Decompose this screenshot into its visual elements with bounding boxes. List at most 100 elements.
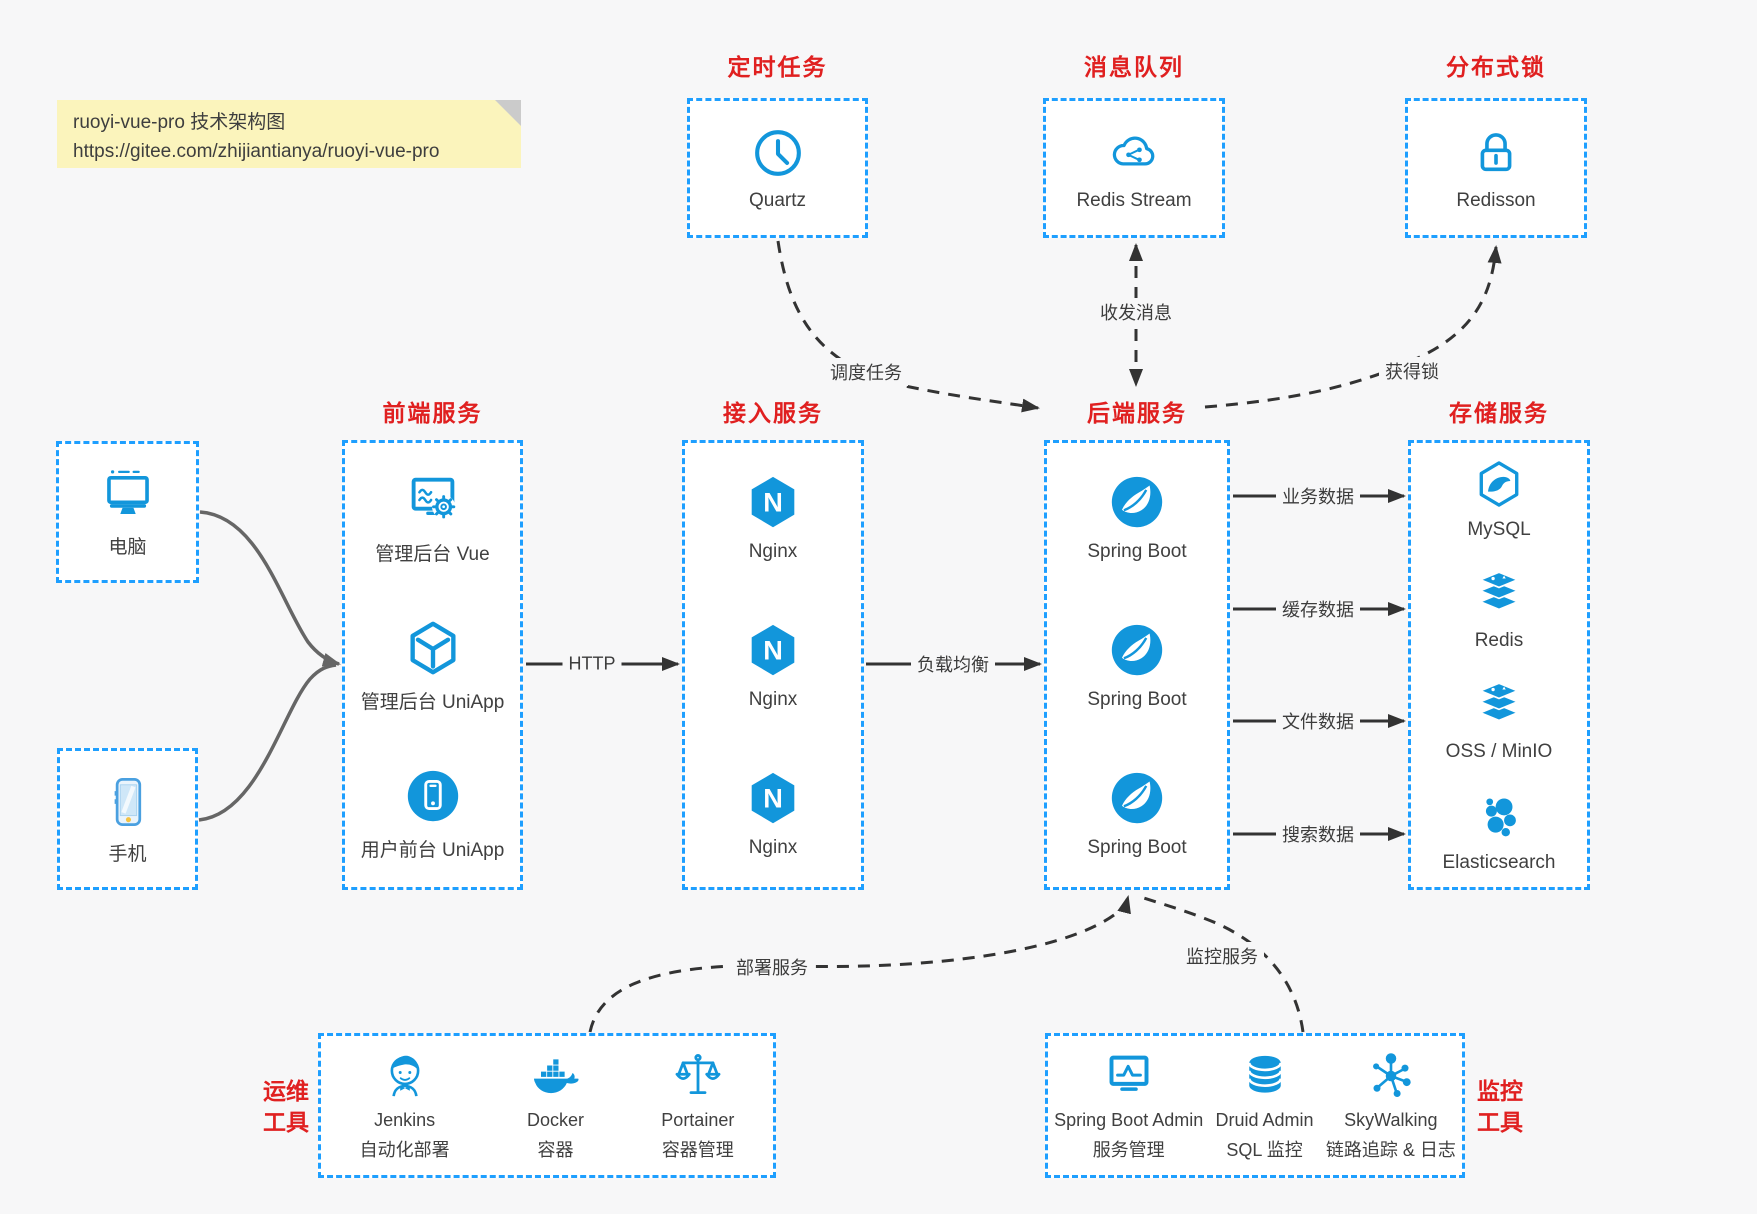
note-url: https://gitee.com/zhijiantianya/ruoyi-vu… <box>73 141 440 163</box>
edge-label-load-balance: 负载均衡 <box>911 650 995 678</box>
admin-vue-icon <box>411 477 455 518</box>
storage-stack-icon <box>1478 681 1520 721</box>
spring-boot-admin-item: Spring Boot Admin 服务管理 <box>1054 1048 1203 1162</box>
message-queue-box: Redis Stream <box>1043 98 1225 238</box>
mysql-item: MySQL <box>1411 443 1587 554</box>
item-desc: SQL 监控 <box>1226 1139 1303 1160</box>
group-title-gateway: 接入服务 <box>723 400 823 426</box>
item-label: 手机 <box>108 843 147 865</box>
redis-item: Redis <box>1411 554 1587 665</box>
item-label: 电脑 <box>108 536 147 558</box>
item-label: 管理后台 Vue <box>375 543 490 565</box>
group-title-distributed-lock: 分布式锁 <box>1446 54 1546 80</box>
jenkins-icon <box>390 1056 420 1097</box>
nginx-item: N Nginx <box>685 739 861 887</box>
spring-icon <box>1111 624 1163 676</box>
item-label: Spring Boot <box>1087 837 1187 858</box>
mobile-icon <box>114 777 141 826</box>
item-desc: 自动化部署 <box>359 1139 450 1160</box>
item-label: Portainer <box>661 1110 735 1131</box>
item-desc: 链路追踪 & 日志 <box>1325 1139 1456 1160</box>
user-uniapp-icon <box>407 770 458 821</box>
oss-minio-item: OSS / MinIO <box>1411 665 1587 776</box>
redisson-item: Redisson <box>1408 101 1584 235</box>
item-label: 用户前台 UniApp <box>360 839 505 861</box>
user-uniapp-item: 用户前台 UniApp <box>345 739 520 887</box>
edge-acquire-lock-curve <box>1204 245 1502 409</box>
spring-boot-item: Spring Boot <box>1047 443 1227 591</box>
clock-icon <box>754 130 801 176</box>
item-desc: 服务管理 <box>1092 1139 1165 1160</box>
skywalking-item: SkyWalking 链路追踪 & 日志 <box>1326 1048 1456 1162</box>
item-label: 管理后台 UniApp <box>360 691 505 713</box>
frontend-services-box: 管理后台 Vue 管理后台 UniApp 用户前台 UniApp <box>342 440 523 890</box>
item-label: Nginx <box>748 541 798 562</box>
spring-icon <box>1111 476 1163 528</box>
mysql-icon <box>1479 460 1519 507</box>
item-label: Druid Admin <box>1215 1110 1314 1131</box>
monitor-tools-box: Spring Boot Admin 服务管理 Druid Admin SQL 监… <box>1045 1033 1465 1178</box>
item-label: Nginx <box>748 689 798 710</box>
druid-icon <box>1247 1056 1282 1094</box>
edge-pc-to-frontend <box>199 510 341 667</box>
distributed-lock-box: Redisson <box>1405 98 1587 238</box>
pc-client-box: 电脑 <box>56 441 199 583</box>
item-desc: 容器管理 <box>661 1139 734 1160</box>
desktop-icon <box>106 469 149 514</box>
item-label: Spring Boot <box>1087 541 1187 562</box>
skywalking-icon <box>1372 1053 1411 1098</box>
cloud-stream-icon <box>1112 136 1155 166</box>
elasticsearch-item: Elasticsearch <box>1411 776 1587 887</box>
edge-label-http: HTTP <box>562 652 622 676</box>
portainer-icon <box>675 1054 721 1095</box>
item-label: MySQL <box>1467 518 1531 540</box>
uniapp-box-icon <box>409 621 456 674</box>
edge-deploy-service-curve <box>588 895 1131 1033</box>
portainer-item: Portainer 容器管理 <box>661 1048 734 1162</box>
spring-boot-admin-icon <box>1109 1056 1149 1092</box>
item-label: Spring Boot <box>1087 689 1187 710</box>
group-title-storage: 存储服务 <box>1449 400 1549 426</box>
admin-uniapp-item: 管理后台 UniApp <box>345 591 520 739</box>
scheduled-task-box: Quartz <box>687 98 868 238</box>
spring-boot-item: Spring Boot <box>1047 739 1227 887</box>
item-label: SkyWalking <box>1344 1110 1438 1131</box>
note-title: ruoyi-vue-pro 技术架构图 <box>73 112 286 133</box>
group-title-scheduled-task: 定时任务 <box>727 54 828 80</box>
admin-vue-item: 管理后台 Vue <box>345 443 520 591</box>
svg-text:N: N <box>763 487 783 518</box>
group-title-monitor-tools: 监控 工具 <box>1477 1078 1523 1135</box>
druid-admin-item: Druid Admin SQL 监控 <box>1216 1048 1314 1162</box>
docker-item: Docker 容器 <box>527 1048 584 1162</box>
group-title-ops-tools: 运维 工具 <box>263 1078 309 1135</box>
item-label: Quartz <box>748 190 807 211</box>
edge-label-file-data: 文件数据 <box>1276 707 1360 735</box>
edge-label-acquire-lock: 获得锁 <box>1379 357 1445 385</box>
group-title-frontend: 前端服务 <box>382 400 483 426</box>
svg-text:N: N <box>763 783 783 814</box>
edge-label-deploy-service: 部署服务 <box>730 953 814 981</box>
edge-label-search-data: 搜索数据 <box>1276 820 1360 848</box>
edge-schedule-task-curve <box>776 240 1040 413</box>
edge-label-business-data: 业务数据 <box>1276 482 1360 510</box>
redis-stack-icon <box>1478 570 1520 610</box>
edge-label-schedule-task: 调度任务 <box>824 358 908 386</box>
nginx-icon: N <box>751 624 795 676</box>
item-label: Jenkins <box>374 1110 436 1131</box>
quartz-item: Quartz <box>690 101 865 235</box>
item-label: Nginx <box>748 837 798 858</box>
item-label: Redis Stream <box>1076 190 1192 211</box>
nginx-item: N Nginx <box>685 443 861 591</box>
docker-icon <box>534 1059 579 1094</box>
edge-phone-to-frontend <box>198 663 337 822</box>
redis-stream-item: Redis Stream <box>1046 101 1222 235</box>
pc-item: 电脑 <box>59 444 196 580</box>
elasticsearch-icon <box>1485 797 1516 836</box>
edge-label-send-receive-msg: 收发消息 <box>1094 298 1178 326</box>
edge-label-cache-data: 缓存数据 <box>1276 595 1360 623</box>
jenkins-item: Jenkins 自动化部署 <box>360 1048 450 1162</box>
item-label: Elasticsearch <box>1442 851 1556 873</box>
nginx-item: N Nginx <box>685 591 861 739</box>
item-label: Redis <box>1474 629 1524 651</box>
